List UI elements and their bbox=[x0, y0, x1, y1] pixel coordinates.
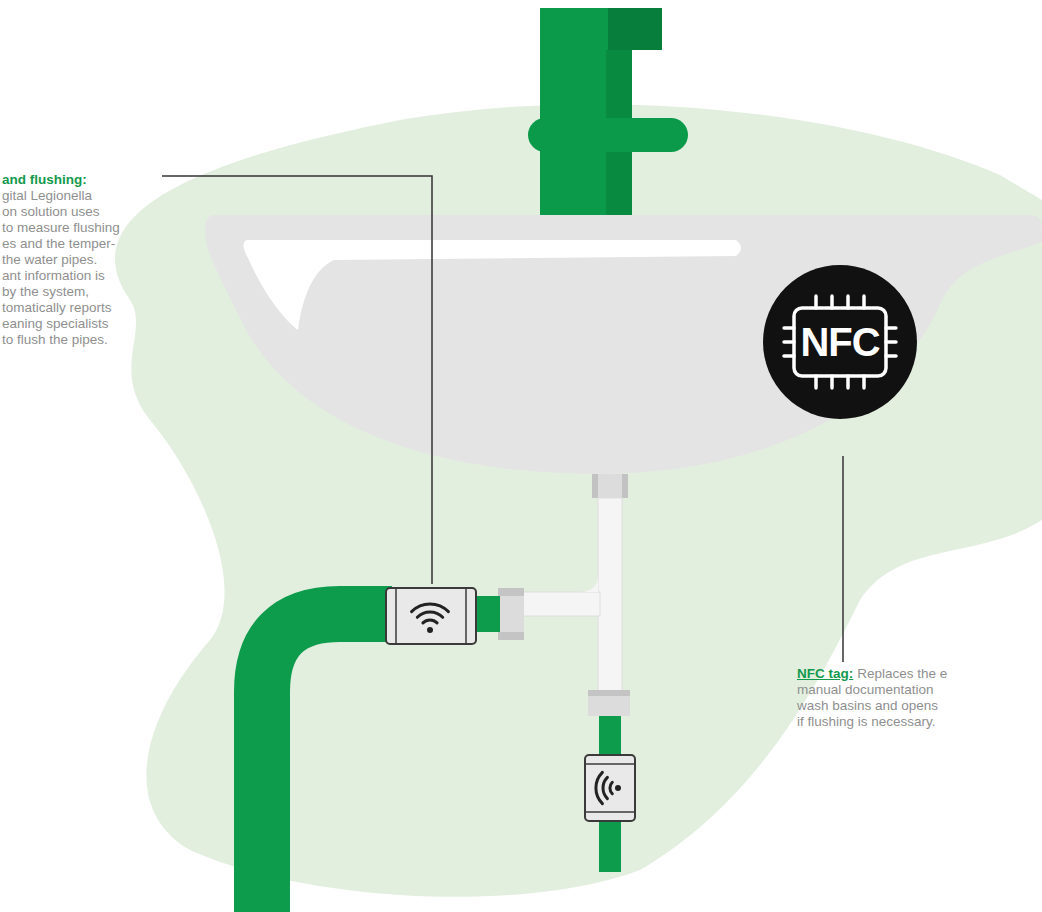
callout-heading: and flushing: bbox=[2, 172, 120, 188]
wash-basin bbox=[205, 215, 1042, 474]
callout-text: NFC tag:Replaces the e manual documentat… bbox=[797, 666, 947, 730]
nfc-badge: NFC bbox=[762, 264, 918, 420]
faucet bbox=[528, 8, 688, 220]
callout-body: gital Legionella on solution uses to mea… bbox=[2, 188, 120, 347]
callout-text: and flushing:gital Legionella on solutio… bbox=[2, 172, 120, 348]
drain-pipes bbox=[262, 474, 630, 912]
callout-heading: NFC tag: bbox=[797, 666, 853, 681]
leader-lines bbox=[162, 176, 843, 662]
chip-label: NFC bbox=[800, 320, 879, 365]
wifi-sensor bbox=[386, 588, 476, 644]
signal-sensor bbox=[585, 755, 635, 821]
